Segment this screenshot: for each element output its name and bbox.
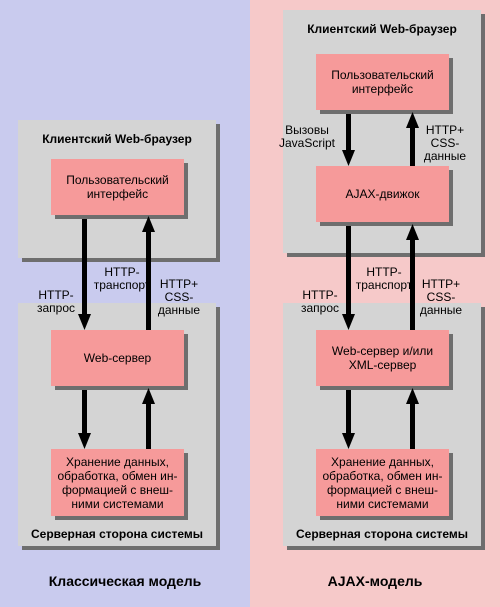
ajax-response-arrow (406, 224, 419, 330)
ajax-storage-server-arrow-up (406, 388, 419, 449)
classic-server-storage-arrow-down (78, 390, 91, 449)
ajax-inner-http-css-label: HTTP+ CSS- данные (423, 123, 467, 163)
ajax-http-css-label: HTTP+ CSS- данные (419, 277, 463, 317)
ajax-client-title: Клиентский Web-браузер (307, 22, 457, 36)
classic-client-title: Клиентский Web-браузер (42, 132, 192, 146)
classic-request-arrow (78, 219, 91, 330)
ajax-http-transport-label: HTTP- транспорт (355, 265, 413, 292)
classic-ui-box: Пользовательский интерфейс (51, 159, 184, 215)
classic-http-transport-label: HTTP- транспорт (93, 265, 151, 292)
classic-web-server-box: Web-сервер (51, 330, 184, 386)
ajax-request-arrow (342, 226, 355, 330)
classic-http-request-label: HTTP- запрос (36, 288, 76, 315)
ajax-js-calls-arrow (342, 114, 355, 166)
classic-http-css-label: HTTP+ CSS- данные (157, 277, 201, 317)
ajax-inner-response-arrow (406, 112, 419, 166)
ajax-engine-box: AJAX-движок (316, 166, 449, 222)
ajax-server-title: Серверная сторона системы (295, 527, 469, 541)
classic-server-title: Серверная сторона системы (30, 527, 204, 541)
ajax-server-storage-arrow-down (342, 390, 355, 449)
classic-response-arrow (142, 216, 155, 330)
classic-caption: Классическая модель (48, 573, 202, 589)
classic-storage-server-arrow-up (142, 388, 155, 449)
ajax-storage-box: Хранение данных, обработка, обмен ин- фо… (316, 449, 449, 516)
classic-storage-box: Хранение данных, обработка, обмен ин- фо… (51, 449, 184, 516)
ajax-web-xml-server-box: Web-сервер и/или XML-сервер (316, 330, 449, 386)
ajax-http-request-label: HTTP- запрос (300, 288, 340, 315)
ajax-javascript-calls-label: Вызовы JavaScript (278, 123, 336, 150)
ajax-caption: AJAX-модель (327, 573, 423, 589)
ajax-ui-box: Пользовательский интерфейс (316, 54, 449, 110)
